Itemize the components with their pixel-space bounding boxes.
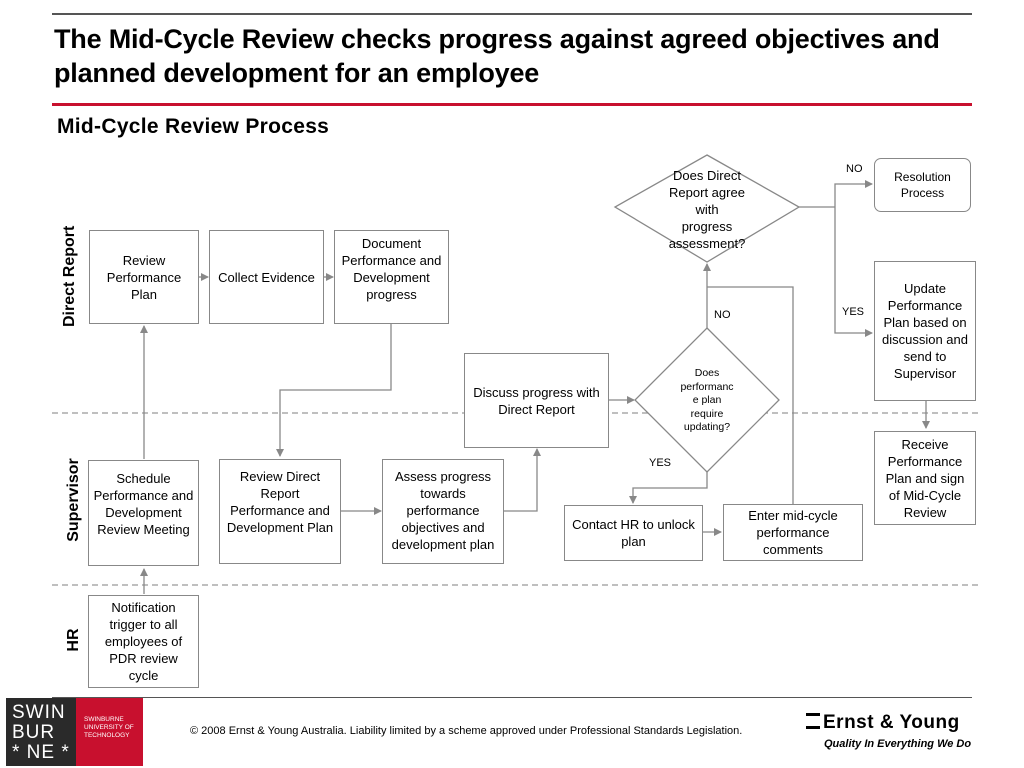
edge-agree-yes-to-update — [834, 207, 873, 337]
node-assess-progress: Assess progress towards performance obje… — [382, 459, 504, 564]
ernst-young-logo: Ernst & Young — [806, 712, 960, 734]
swinburne-logo-mark: SWIN BUR * NE * — [6, 698, 76, 766]
edge-document-to-review-dr — [276, 323, 392, 457]
edge-label-agree-no: NO — [846, 163, 863, 175]
decision-update: Does performanc e plan require updating? — [680, 367, 734, 434]
lane-label-supervisor: Supervisor — [65, 458, 82, 542]
node-review-performance-plan: Review Performance Plan — [89, 230, 199, 324]
edge-assess-to-discuss — [503, 448, 541, 512]
node-discuss-progress: Discuss progress with Direct Report — [464, 353, 609, 448]
diagram-subtitle: Mid-Cycle Review Process — [57, 115, 330, 138]
node-enter-comments: Enter mid-cycle performance comments — [723, 504, 863, 561]
footer-rule — [52, 697, 972, 698]
node-resolution-process: Resolution Process — [874, 158, 971, 212]
edge-comments-to-agree — [707, 286, 794, 504]
lane-label-hr: HR — [65, 628, 82, 652]
ey-company-name: Ernst & Young — [823, 712, 960, 733]
title-divider — [52, 103, 972, 106]
ey-tagline: Quality In Everything We Do — [824, 738, 972, 750]
ey-logo-icon — [806, 713, 820, 729]
node-collect-evidence: Collect Evidence — [209, 230, 324, 324]
node-contact-hr: Contact HR to unlock plan — [564, 505, 703, 561]
top-rule — [52, 13, 972, 15]
node-schedule-meeting: Schedule Performance and Development Rev… — [88, 460, 199, 566]
edge-label-update-yes: YES — [649, 457, 672, 469]
decision-update-shape — [634, 327, 780, 473]
edge-agree-no-to-resolution — [834, 180, 873, 207]
node-notification-trigger: Notification trigger to all employees of… — [88, 595, 199, 688]
node-document-progress: Document Performance and Development pro… — [334, 230, 449, 324]
edge-update-yes-to-contact-hr — [629, 472, 708, 504]
edge-label-update-no: NO — [714, 309, 731, 321]
lane-label-direct-report: Direct Report — [61, 225, 78, 327]
page-title: The Mid-Cycle Review checks progress aga… — [54, 24, 940, 88]
node-receive-performance-plan: Receive Performance Plan and sign of Mid… — [874, 431, 976, 525]
decision-agree: Does Direct Report agree with progress a… — [668, 167, 746, 251]
node-update-performance-plan: Update Performance Plan based on discuss… — [874, 261, 976, 401]
swinburne-logo: SWIN BUR * NE * SWINBURNE UNIVERSITY OF … — [6, 698, 143, 766]
node-review-direct-report-plan: Review Direct Report Performance and Dev… — [219, 459, 341, 564]
decision-agree-shape — [613, 154, 801, 263]
copyright-notice: © 2008 Ernst & Young Australia. Liabilit… — [190, 725, 743, 737]
swinburne-logo-text: SWINBURNE UNIVERSITY OF TECHNOLOGY — [84, 716, 134, 739]
edge-label-agree-yes: YES — [842, 306, 865, 318]
